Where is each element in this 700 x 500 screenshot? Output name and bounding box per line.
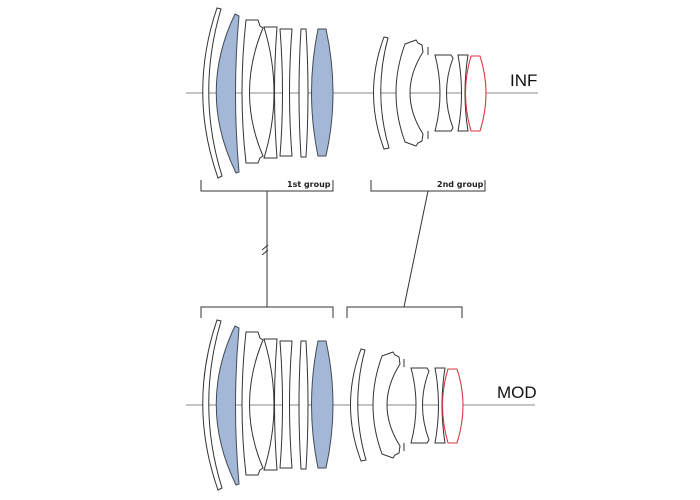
- mod-configuration: MOD: [186, 306, 537, 491]
- lens-element: [202, 7, 223, 179]
- fixed-mark-1: [261, 244, 269, 251]
- aspheric-lens-element: [311, 28, 334, 157]
- lens-element: [298, 340, 309, 470]
- lens-element: [410, 367, 430, 444]
- group1-elements-mod: [202, 319, 334, 491]
- lens-element: [241, 331, 264, 476]
- lens-element: [395, 39, 424, 147]
- lens-element: [372, 351, 401, 459]
- state-label-inf: INF: [510, 71, 537, 90]
- inf-configuration: INF 1st group 2nd group: [186, 7, 538, 192]
- highlighted-lens-element: [465, 55, 487, 132]
- lens-element: [434, 54, 454, 132]
- group2-elements-inf: [373, 36, 487, 150]
- lens-element: [298, 28, 309, 158]
- group1-label: 1st group: [287, 180, 331, 189]
- lens-element: [263, 338, 278, 471]
- aspheric-lens-element: [215, 13, 240, 174]
- lens-element: [279, 28, 293, 157]
- group1-elements-inf: [202, 7, 334, 179]
- state-label-mod: MOD: [497, 383, 537, 402]
- lens-element: [279, 340, 293, 469]
- group2-label: 2nd group: [437, 180, 484, 189]
- group2-bracket-bottom: [346, 306, 463, 318]
- lens-element: [350, 348, 367, 462]
- lens-element: [434, 367, 446, 444]
- lens-element: [457, 54, 469, 132]
- aspheric-lens-element: [311, 340, 334, 469]
- group1-bracket-bottom: [200, 306, 334, 318]
- highlighted-lens-element: [442, 368, 464, 444]
- group2-elements-mod: [350, 348, 464, 462]
- lens-element: [373, 36, 390, 150]
- lens-element: [202, 319, 223, 491]
- aspheric-lens-element: [215, 325, 240, 486]
- fixed-mark-2: [261, 249, 269, 256]
- lens-element: [241, 19, 264, 164]
- lens-element: [263, 26, 278, 159]
- group2-connector: [403, 190, 429, 308]
